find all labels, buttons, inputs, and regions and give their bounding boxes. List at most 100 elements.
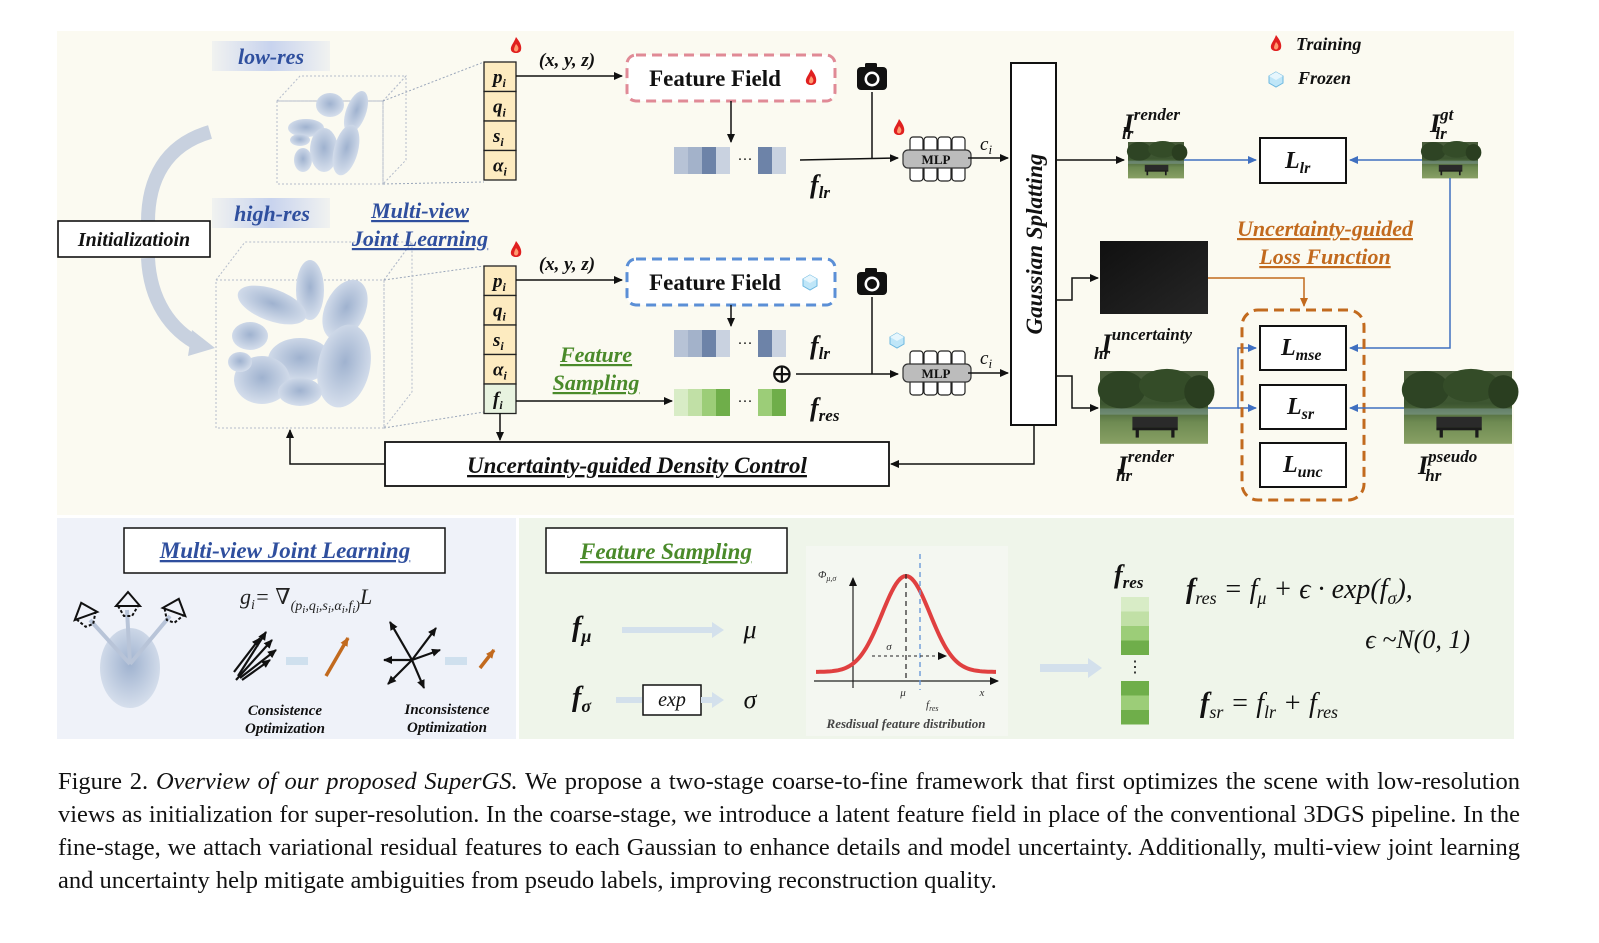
attribute-cell: [483, 90, 517, 122]
feature-cell: [702, 147, 716, 174]
feature-cell: [758, 389, 772, 416]
dots-top: ···: [738, 152, 753, 168]
plot-to-column-flow-head: [1088, 658, 1102, 678]
gaussian-splatting-box: [1010, 62, 1057, 426]
attribute-label: si: [492, 126, 504, 149]
attribute-label: αi: [493, 360, 508, 383]
camera-icon: [857, 268, 887, 295]
feature-vector-lr-bottom: [674, 330, 786, 357]
init-box: [57, 220, 211, 258]
camera-frustum-icon: [113, 590, 143, 617]
feature-vector-res: [674, 389, 786, 416]
feature-cell: [688, 389, 702, 416]
dots-res: ···: [738, 394, 753, 410]
feature-field-label-frozen: Feature Field: [649, 270, 781, 295]
plus-symbol: ⊕: [770, 359, 793, 390]
f-mu-flow: [622, 627, 714, 633]
gauss-mu-label: μ: [899, 687, 906, 699]
density-control-label: Uncertainty-guided Density Control: [467, 453, 808, 478]
xyz-label-top: (x, y, z): [539, 50, 595, 71]
feature-sampling-line2: Sampling: [553, 370, 640, 395]
loss-sr-box: [1259, 384, 1347, 430]
caption-title: Overview of our proposed SuperGS.: [155, 768, 518, 795]
feature-cell: [688, 147, 702, 174]
flr-label-mid: flr: [810, 331, 830, 363]
ci-label-top: ci: [980, 134, 992, 157]
gauss-caption: Resdisual feature distribution: [826, 716, 986, 731]
xyz-label-bottom: (x, y, z): [539, 254, 595, 275]
render-hr-image: [1097, 368, 1215, 444]
flr-top-to-mlp: [799, 154, 899, 163]
uncertainty-image: [1100, 241, 1208, 314]
loss-group-dashed: [1240, 308, 1366, 502]
init-curve-up: [141, 125, 213, 223]
lowres-proj-bottom: [382, 181, 485, 185]
highres-proj-bottom: [383, 411, 485, 429]
ice-cube-icon: [802, 274, 818, 291]
supergs-overview-figure: low-res high-res Initializatioin: [57, 31, 1519, 739]
mlp-label-bottom: MLP: [922, 366, 951, 381]
feature-cell: [702, 389, 716, 416]
feature-cell: [758, 330, 772, 357]
fres-cell: [1121, 640, 1149, 655]
consistence-result-arrow: [324, 637, 350, 677]
attribute-label: qi: [493, 301, 507, 324]
feature-cell: [702, 330, 716, 357]
feature-field-label-training: Feature Field: [649, 66, 781, 91]
feature-cell: [674, 389, 688, 416]
gs-to-uncertainty-arrow: [1056, 274, 1099, 301]
gt-lr-image: [1420, 140, 1482, 179]
attribute-label: pi: [491, 67, 507, 90]
inconsistence-label-line2: Optimization: [407, 720, 487, 736]
exp-label: exp: [658, 689, 686, 711]
lowres-label: low-res: [238, 44, 304, 69]
dots-mid: ···: [738, 336, 753, 352]
loss-unc-label: Lunc: [1282, 452, 1323, 481]
gaussian-splatting-label: Gaussian Splatting: [1022, 154, 1047, 335]
init-curve-down-head: [188, 330, 215, 356]
render-hr-to-losses: [1208, 344, 1257, 409]
gradient-formula: gi= ∇(pi,qi,si,αi,fi)L: [240, 584, 372, 616]
density-to-gaussians-arrow: [286, 429, 385, 465]
loss-mse-box: [1259, 325, 1347, 371]
attribute-cell: [483, 294, 517, 326]
uncertainty-to-loss: [1208, 277, 1308, 307]
gt-lr-to-mse: [1349, 178, 1451, 352]
inconsistence-flow-arrow: [445, 657, 467, 665]
feature-cell: [758, 147, 772, 174]
fres-cell: [1121, 611, 1149, 626]
caption-figure-label: Figure 2.: [58, 768, 149, 795]
loss-sr-label: Lsr: [1286, 394, 1315, 423]
attribute-label: si: [492, 330, 504, 353]
highres-label-bg: [212, 198, 330, 228]
fs-title-box: [545, 527, 788, 574]
feature-cell: [716, 147, 730, 174]
fres-column-cells: [1121, 597, 1149, 725]
highres-proj-top: [383, 265, 485, 281]
mu-symbol: μ: [742, 615, 756, 644]
fres-cell: [1121, 681, 1149, 696]
attribute-label: qi: [493, 97, 507, 120]
lowres-label-bg: [212, 41, 330, 71]
inconsistence-label-line1: Inconsistence: [403, 702, 489, 718]
loss-lr-box: [1259, 137, 1347, 184]
sigma-symbol: σ: [744, 685, 758, 714]
multiview-label-line2: Joint Learning: [351, 226, 488, 251]
gauss-y-label: Φμ,σ: [818, 569, 837, 583]
density-control-box: [384, 441, 890, 487]
f-mu-flow-head: [712, 622, 724, 638]
loss-unc-box: [1259, 442, 1347, 488]
feature-cell: [674, 147, 688, 174]
loss-lr-label: Llr: [1284, 148, 1311, 177]
inconsistence-arrows-icon: [383, 621, 441, 689]
highres-label: high-res: [234, 201, 310, 226]
camera-icon: [857, 63, 887, 90]
exp-box: [642, 684, 702, 716]
inconsistence-result-arrow: [478, 648, 496, 670]
legend-frozen: Frozen: [1297, 68, 1351, 88]
